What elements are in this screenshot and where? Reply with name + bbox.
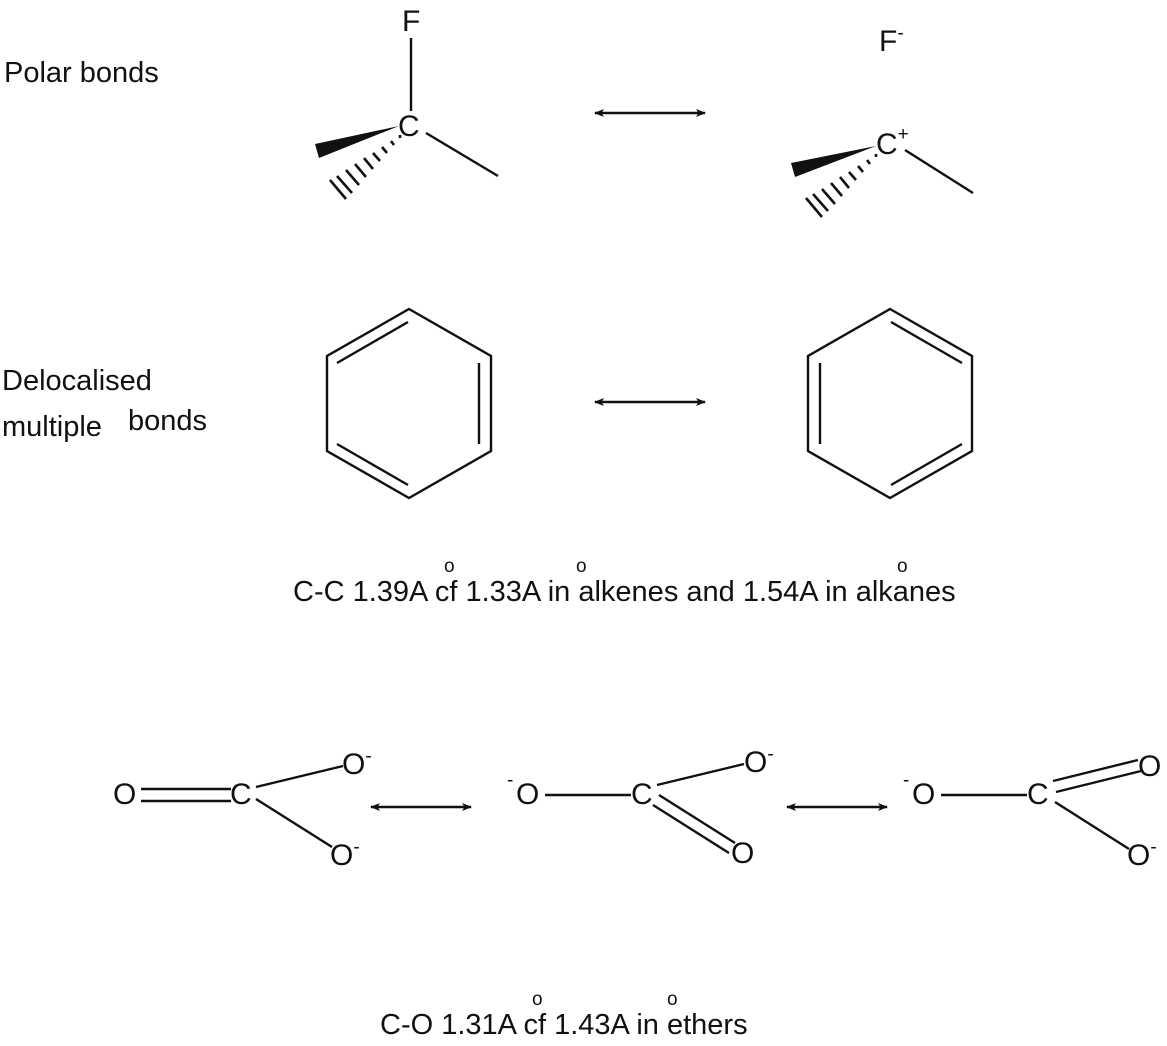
oxygen-atom: O xyxy=(113,778,136,811)
c-o-single-bond xyxy=(1054,800,1130,851)
c-methyl-bond xyxy=(904,148,974,195)
oxygen-atom: O xyxy=(1138,750,1161,783)
benzene-kekule-structure-1 xyxy=(325,307,493,500)
c-o-single-bond xyxy=(656,762,745,787)
benzene-kekule-structure-2 xyxy=(806,307,974,500)
carbon-atom: C xyxy=(230,778,252,811)
angstrom-ring: o xyxy=(576,556,587,577)
carbon-atom: C xyxy=(1027,778,1049,811)
oxide-ion: O- xyxy=(744,744,774,779)
oxide-ion: O- xyxy=(330,837,360,872)
double-bond-inner xyxy=(336,442,409,487)
benzene-ring xyxy=(325,307,493,500)
carbon-atom: C xyxy=(398,110,420,143)
charge-minus: - xyxy=(903,770,909,791)
carbonate-resonance-structure-2: - O C O- O xyxy=(507,744,774,870)
double-bond-inner xyxy=(890,320,963,365)
oxide-ion: O xyxy=(912,778,935,811)
oxide-ion: O xyxy=(516,778,539,811)
carbocation-atom: C+ xyxy=(876,124,909,161)
wedge-bond xyxy=(315,126,399,158)
c-o-single-bond xyxy=(255,764,344,789)
c-o-double-bond xyxy=(1052,758,1139,783)
double-bond-inner xyxy=(336,320,409,365)
c-o-double-bond xyxy=(1055,769,1142,794)
polar-bonds-label: Polar bonds xyxy=(4,57,159,89)
hashed-wedge-bond xyxy=(329,135,402,200)
double-bond-inner xyxy=(890,442,963,487)
carbonate-resonance-structure-1: O C O- O- xyxy=(113,746,372,872)
cc-bond-length-caption: C-C 1.39A cf 1.33A in alkenes and 1.54A … xyxy=(293,576,956,608)
carbonate-resonance-structure-3: - O C O O- xyxy=(903,750,1161,872)
angstrom-ring: o xyxy=(667,989,678,1010)
delocalised-label-line1: Delocalised xyxy=(2,365,152,397)
wedge-bond xyxy=(791,146,876,177)
fluorine-atom: F xyxy=(402,5,420,38)
c-methyl-bond xyxy=(425,131,499,178)
benzene-ring xyxy=(806,307,974,500)
charge-minus: - xyxy=(507,770,513,791)
angstrom-ring: o xyxy=(897,556,908,577)
oxygen-atom: O xyxy=(731,837,754,870)
polar-bond-structure-ionic: F- C+ xyxy=(791,23,974,218)
co-bond-length-caption: C-O 1.31A cf 1.43A in ethers xyxy=(380,1009,748,1041)
fluoride-ion: F- xyxy=(879,23,904,58)
angstrom-ring: o xyxy=(444,556,455,577)
oxide-ion: O- xyxy=(342,746,372,781)
carbon-atom: C xyxy=(631,778,653,811)
c-o-double-bond xyxy=(658,793,736,845)
oxide-ion: O- xyxy=(1127,837,1157,872)
polar-bond-structure-covalent: F C xyxy=(315,5,499,200)
delocalised-label-line2a: multiple xyxy=(2,411,102,443)
angstrom-ring: o xyxy=(532,989,543,1010)
c-o-double-bond xyxy=(652,803,730,855)
delocalised-label-line2b: bonds xyxy=(128,405,207,437)
c-o-single-bond xyxy=(255,797,333,849)
hashed-wedge-bond xyxy=(805,154,878,218)
